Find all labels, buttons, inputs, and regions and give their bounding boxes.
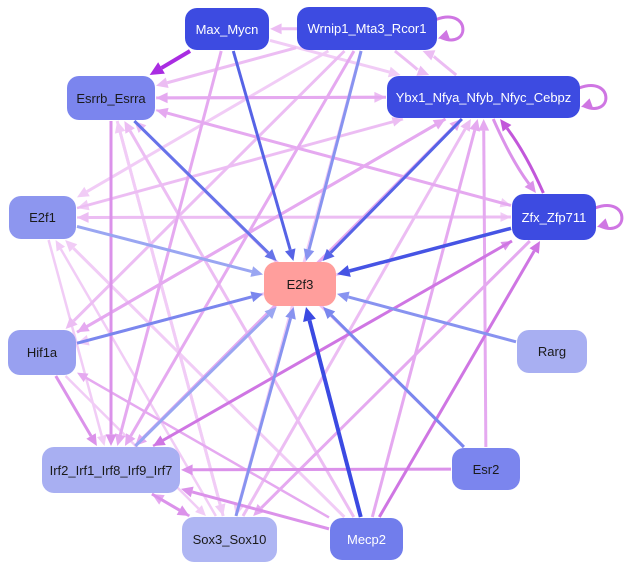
node-label: Hif1a (26, 345, 58, 360)
node-label: Esr2 (472, 461, 500, 477)
node-wrnip[interactable]: Wrnip1_Mta3_Rcor1 (297, 7, 437, 50)
node-label: Sox3_Sox10 (192, 532, 267, 547)
node-label: Esrrb_Esrra (76, 90, 146, 106)
node-label: Rarg (537, 344, 567, 359)
node-label: Mecp2 (346, 531, 387, 547)
node-label: Wrnip1_Mta3_Rcor1 (307, 21, 427, 36)
node-ybx[interactable]: Ybx1_Nfya_Nfyb_Nfyc_Cebpz (387, 76, 580, 118)
node-e2f1[interactable]: E2f1 (9, 196, 76, 239)
node-max[interactable]: Max_Mycn (185, 8, 269, 50)
node-esrrb[interactable]: Esrrb_Esrra (67, 76, 155, 120)
node-label: Ybx1_Nfya_Nfyb_Nfyc_Cebpz (395, 89, 572, 105)
node-label: Irf2_Irf1_Irf8_Irf9_Irf7 (49, 462, 173, 478)
node-hif1a[interactable]: Hif1a (8, 330, 76, 375)
node-label: Zfx_Zfp711 (521, 209, 587, 225)
node-rarg[interactable]: Rarg (517, 330, 587, 373)
node-label: Max_Mycn (195, 21, 259, 37)
node-zfx[interactable]: Zfx_Zfp711 (512, 194, 596, 240)
node-sox[interactable]: Sox3_Sox10 (182, 517, 277, 562)
node-label: E2f3 (286, 276, 314, 292)
node-label: E2f1 (29, 210, 56, 225)
node-mecp2[interactable]: Mecp2 (330, 518, 403, 560)
node-e2f3[interactable]: E2f3 (264, 262, 336, 306)
node-irf[interactable]: Irf2_Irf1_Irf8_Irf9_Irf7 (42, 447, 180, 493)
node-esr2[interactable]: Esr2 (452, 448, 520, 490)
